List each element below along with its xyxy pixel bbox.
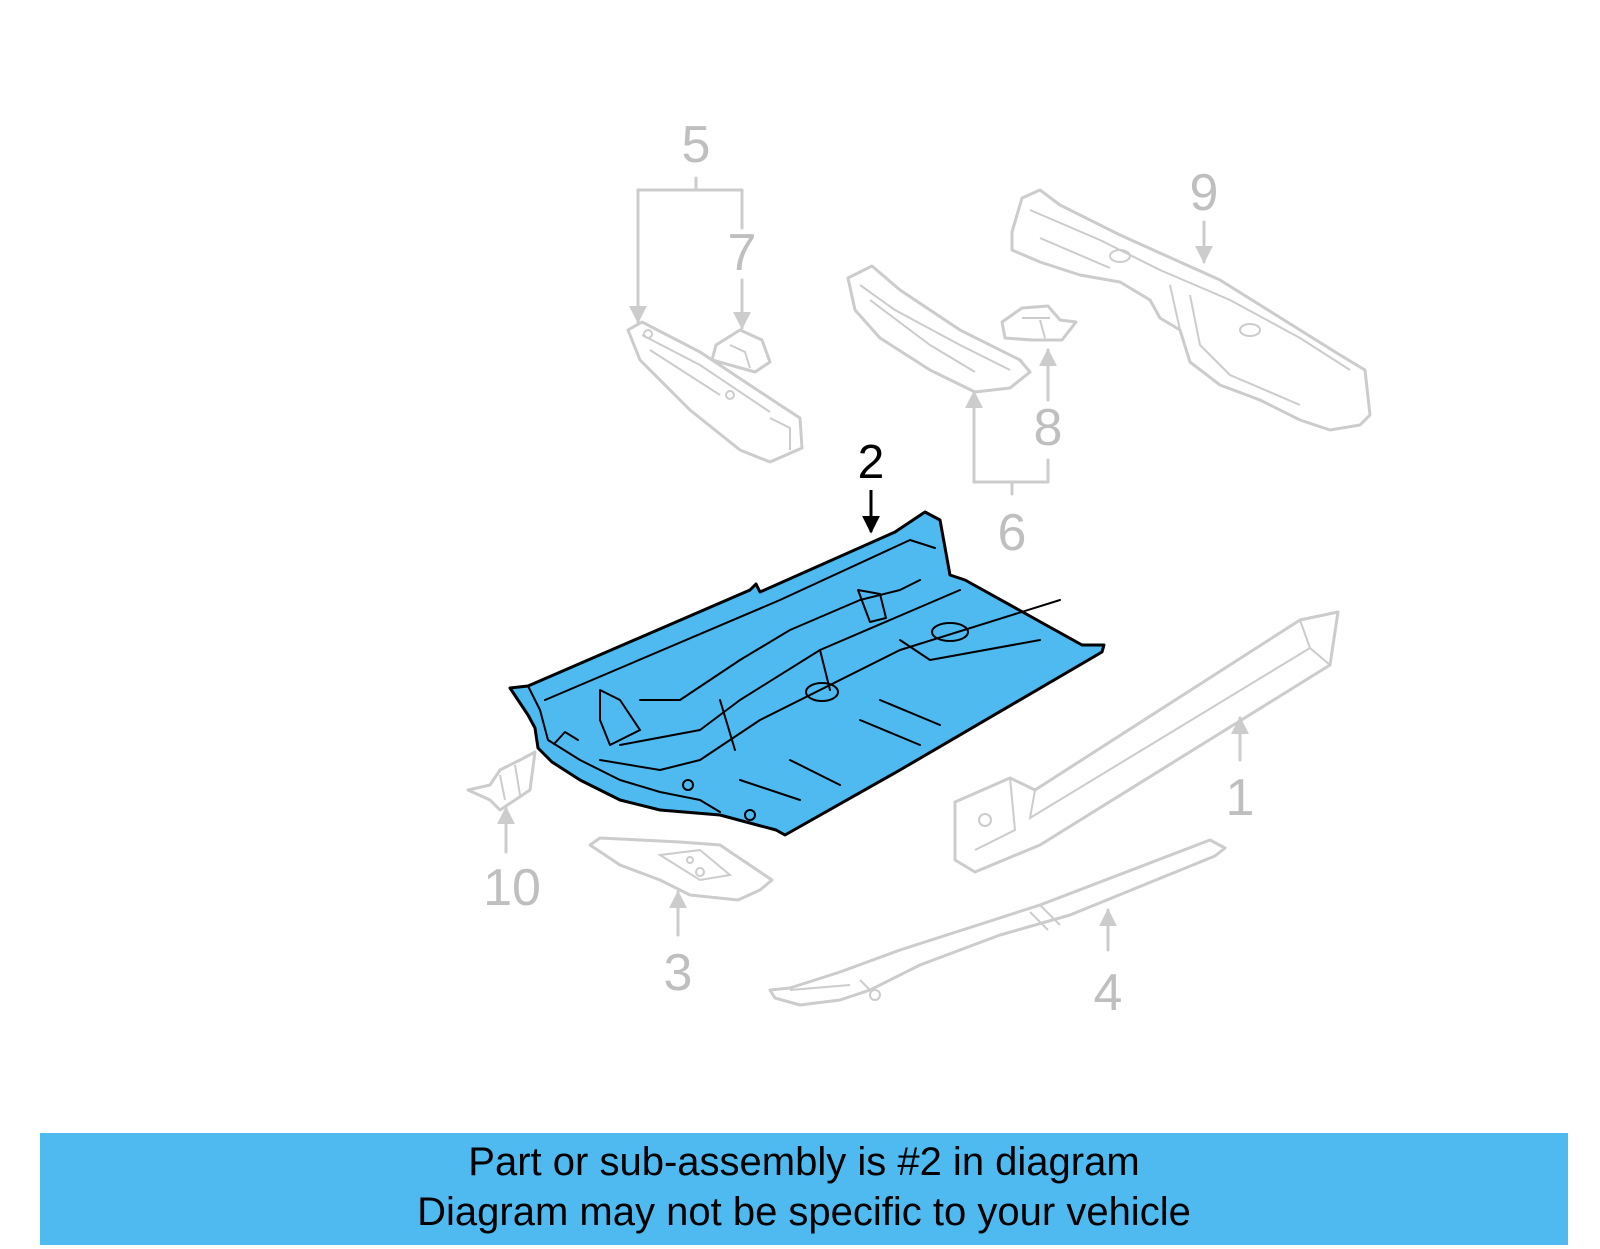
- callout-9-label: 9: [1190, 164, 1219, 222]
- callout-5-label: 5: [682, 116, 711, 174]
- banner-line-1: Part or sub-assembly is #2 in diagram: [468, 1140, 1140, 1184]
- callout-5-bracket: [636, 176, 744, 322]
- part-2-floor-pan: [508, 510, 1106, 837]
- part-6-rail: [846, 264, 1032, 394]
- callout-10-label: 10: [483, 859, 541, 917]
- callout-6-8-group: 8 6: [965, 348, 1063, 562]
- part-7-bracket: [710, 328, 772, 374]
- banner-line-2: Diagram may not be specific to your vehi…: [417, 1190, 1191, 1234]
- part-8-bracket: [1000, 304, 1078, 342]
- callout-5-group: 5 7: [629, 116, 757, 330]
- callout-6-label: 6: [998, 504, 1027, 562]
- callout-4-label: 4: [1094, 964, 1123, 1022]
- parts-diagram: 5 7 8 6 9: [466, 116, 1372, 1022]
- callout-8-label: 8: [1034, 399, 1063, 457]
- callout-9-group: 9: [1190, 164, 1219, 264]
- info-banner: Part or sub-assembly is #2 in diagram Di…: [40, 1133, 1568, 1245]
- part-9-rail: [1010, 188, 1372, 432]
- callout-1-group: 1: [1226, 716, 1255, 827]
- callout-7-label: 7: [728, 224, 757, 282]
- callout-1-label: 1: [1226, 769, 1255, 827]
- part-1-rail: [953, 610, 1340, 874]
- callout-2-group: 2: [858, 436, 885, 534]
- callout-2-label: 2: [858, 436, 885, 489]
- part-10-bracket: [466, 750, 537, 812]
- part-3-plate: [588, 836, 774, 902]
- callout-3-label: 3: [664, 944, 693, 1002]
- callout-3-group: 3: [664, 890, 693, 1002]
- callout-10-group: 10: [483, 806, 541, 917]
- callout-4-group: 4: [1094, 908, 1123, 1022]
- part-4-rocker: [768, 838, 1227, 1007]
- part-5-rail: [626, 320, 804, 464]
